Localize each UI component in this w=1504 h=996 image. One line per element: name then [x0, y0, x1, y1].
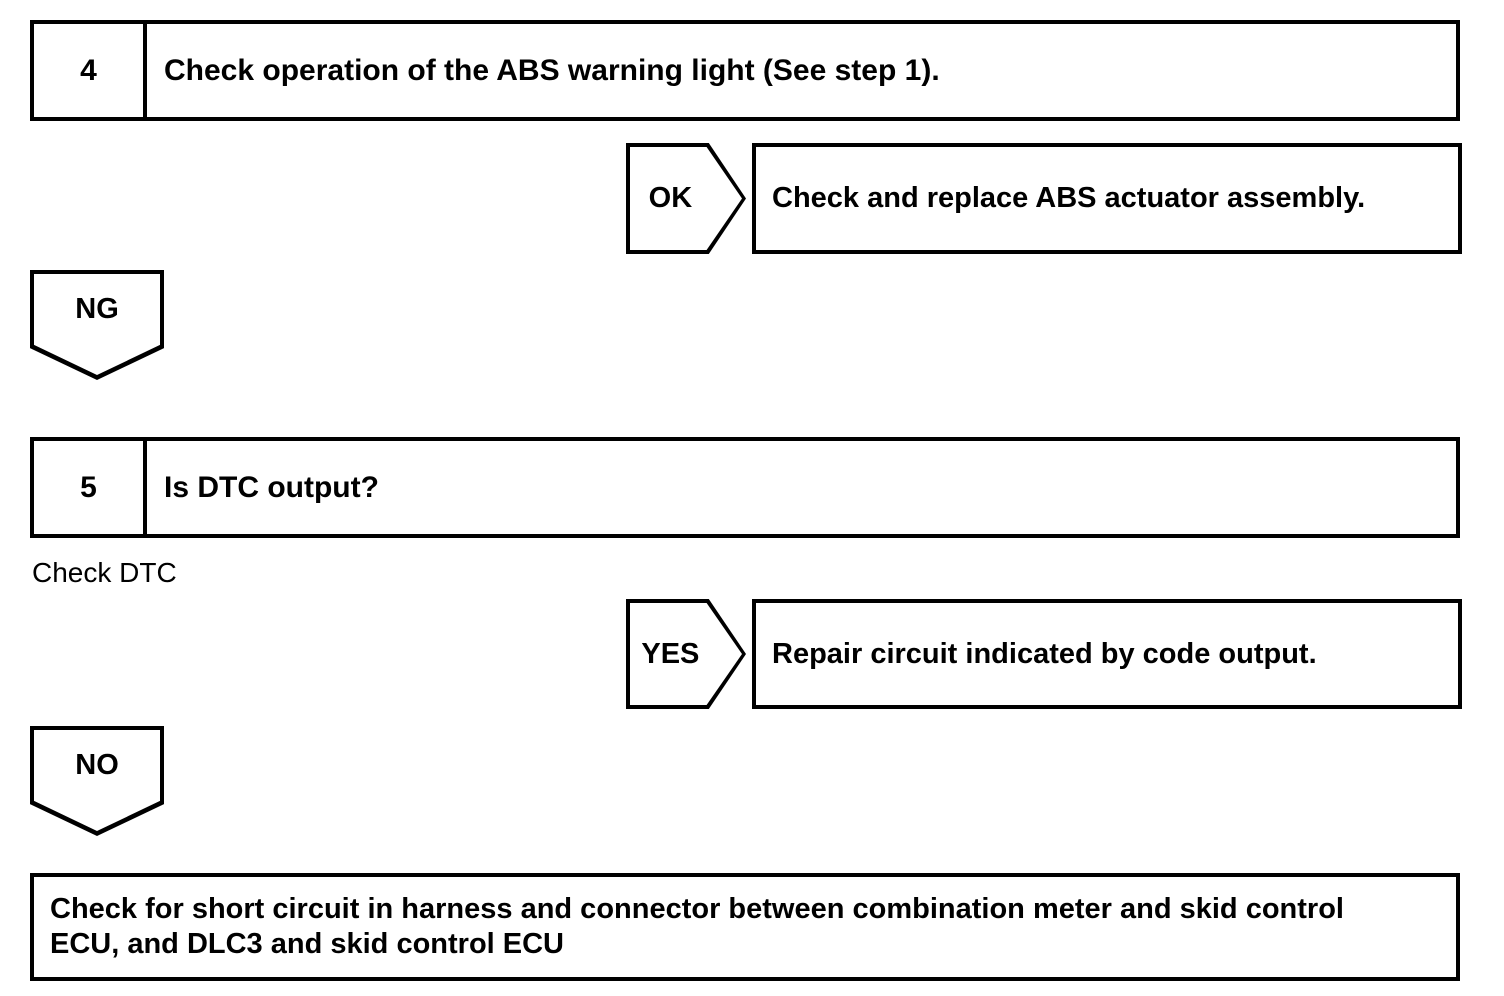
branch-tag-ok: OK: [626, 143, 746, 254]
final-action-text: Check for short circuit in harness and c…: [50, 892, 1344, 963]
branch-tag-yes: YES: [626, 599, 746, 709]
branch-tag-yes-label: YES: [641, 637, 700, 670]
branch-tag-no-label: NO: [75, 748, 119, 781]
step-number-5: 5: [34, 441, 147, 534]
step-number-4: 4: [34, 24, 147, 117]
result-box-yes-text: Repair circuit indicated by code output.: [772, 637, 1317, 670]
branch-tag-ok-label: OK: [648, 182, 693, 214]
final-action-line-1: Check for short circuit in harness and c…: [50, 892, 1344, 925]
step-caption-check-dtc: Check DTC: [32, 557, 177, 588]
branch-tag-ng-label: NG: [75, 292, 119, 325]
result-box-ok: Check and replace ABS actuator assembly.: [752, 143, 1462, 254]
branch-tag-no: NO: [30, 726, 164, 836]
step-row-5: 5 Is DTC output?: [30, 437, 1460, 538]
step-row-4: 4 Check operation of the ABS warning lig…: [30, 20, 1460, 121]
result-box-ok-text: Check and replace ABS actuator assembly.: [772, 182, 1366, 214]
step-title-4: Check operation of the ABS warning light…: [164, 53, 940, 87]
final-action-box: Check for short circuit in harness and c…: [30, 873, 1460, 981]
final-action-line-2: ECU, and DLC3 and skid control ECU: [50, 928, 564, 960]
step-title-5: Is DTC output?: [164, 470, 379, 504]
result-box-yes: Repair circuit indicated by code output.: [752, 599, 1462, 709]
branch-tag-ng: NG: [30, 270, 164, 380]
